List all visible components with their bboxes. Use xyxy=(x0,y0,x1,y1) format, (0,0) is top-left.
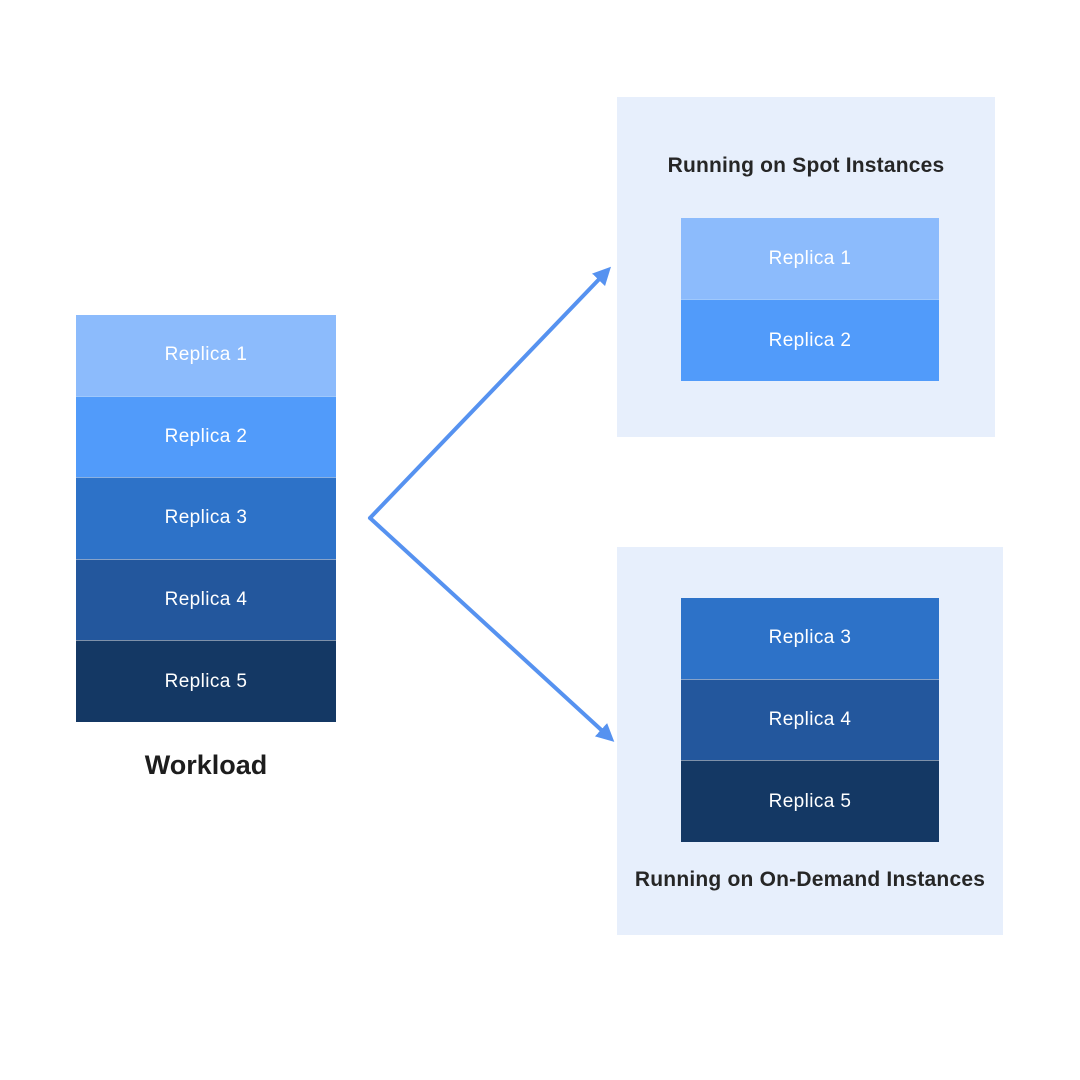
replica-3-box: Replica 3 xyxy=(76,477,336,559)
ondemand-instances-panel: Replica 3 Replica 4 Replica 5 Running on… xyxy=(617,547,1003,935)
ondemand-panel-title: Running on On-Demand Instances xyxy=(634,868,986,891)
replica-4-box: Replica 4 xyxy=(76,558,336,641)
replica-5-box: Replica 5 xyxy=(681,760,939,843)
replica-2-box: Replica 2 xyxy=(76,395,336,478)
workload-label: Workload xyxy=(144,750,268,780)
replica-3-box: Replica 3 xyxy=(681,598,939,679)
ondemand-replica-stack: Replica 3 Replica 4 Replica 5 xyxy=(681,598,939,843)
replica-2-box: Replica 2 xyxy=(681,299,939,381)
arrow-to-ondemand-panel xyxy=(368,516,615,742)
replica-4-box: Replica 4 xyxy=(681,678,939,761)
replica-5-box: Replica 5 xyxy=(76,640,336,722)
workload-stack: Replica 1 Replica 2 Replica 3 Replica 4 … xyxy=(76,315,336,722)
spot-replica-stack: Replica 1 Replica 2 xyxy=(681,218,939,381)
spot-panel-title: Running on Spot Instances xyxy=(667,154,945,177)
replica-1-box: Replica 1 xyxy=(76,315,336,396)
spot-instances-panel: Running on Spot Instances Replica 1 Repl… xyxy=(617,97,995,437)
replica-1-box: Replica 1 xyxy=(681,218,939,299)
arrow-to-spot-panel xyxy=(368,266,611,520)
